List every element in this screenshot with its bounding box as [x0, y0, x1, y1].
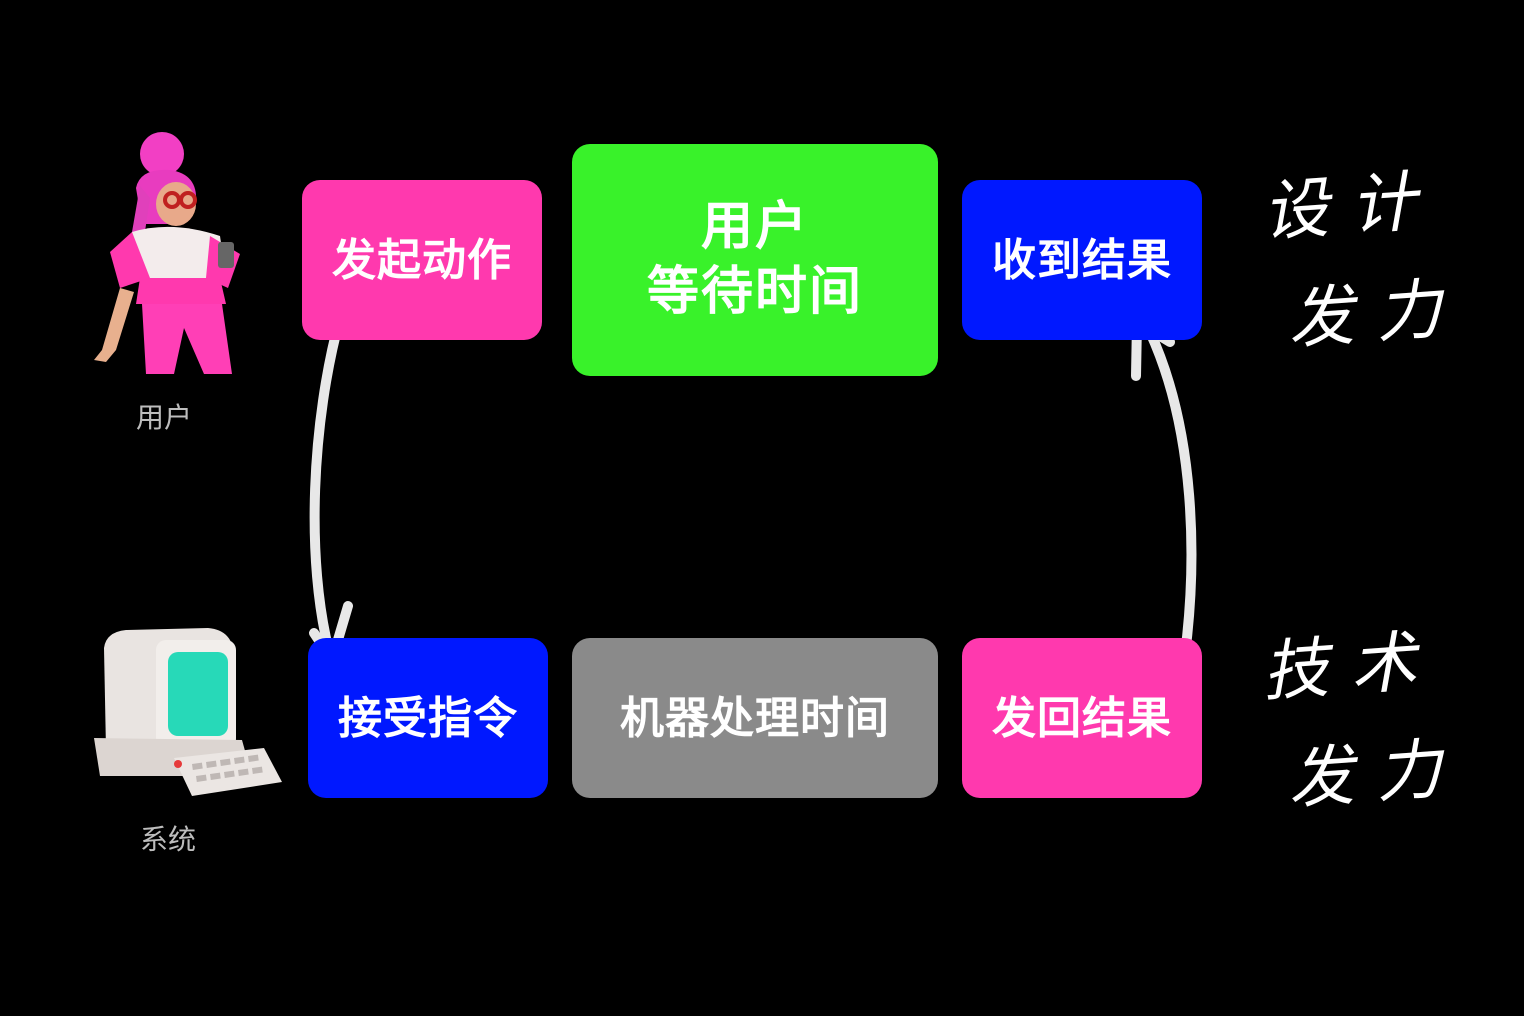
- send-back-result-label: 发回结果: [992, 692, 1172, 744]
- design-effort-annotation: 设计 发力: [1259, 145, 1468, 376]
- tech-effort-annotation: 技术 发力: [1259, 605, 1468, 836]
- tech-line1: 技术: [1259, 621, 1441, 711]
- user-wait-line1: 用户: [700, 197, 809, 257]
- computer-icon: [94, 628, 282, 796]
- initiate-action-box: 发起动作: [302, 180, 542, 340]
- system-label: 系统: [140, 823, 197, 856]
- tech-line2: 发力: [1285, 729, 1467, 819]
- accept-command-box: 接受指令: [308, 638, 548, 798]
- send-back-result-box: 发回结果: [962, 638, 1202, 798]
- machine-processing-box: 机器处理时间: [572, 638, 938, 798]
- design-line2: 发力: [1285, 269, 1467, 359]
- user-wait-time-box: 用户 等待时间: [572, 144, 938, 376]
- user-label: 用户: [136, 401, 193, 434]
- arrow-down: [309, 313, 345, 660]
- receive-result-label: 收到结果: [992, 234, 1172, 286]
- receive-result-box: 收到结果: [962, 180, 1202, 340]
- accept-command-label: 接受指令: [338, 692, 518, 744]
- machine-processing-label: 机器处理时间: [620, 692, 890, 744]
- initiate-action-label: 发起动作: [332, 234, 512, 286]
- user-figure-icon: [94, 132, 240, 374]
- user-wait-line2: 等待时间: [646, 262, 863, 322]
- arrow-up: [1145, 327, 1197, 667]
- design-line1: 设计: [1259, 161, 1441, 251]
